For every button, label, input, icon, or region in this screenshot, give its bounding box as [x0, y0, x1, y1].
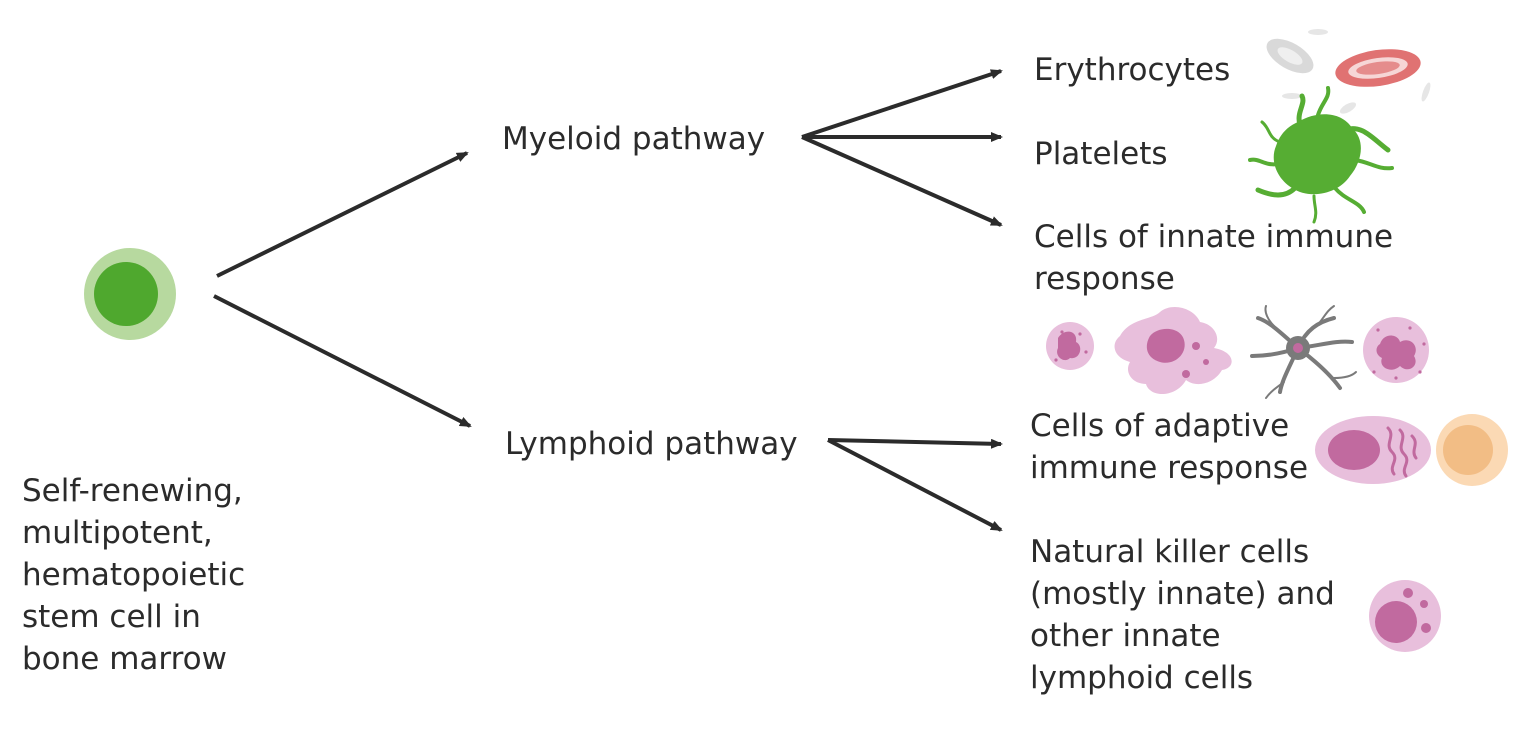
- arrow-to-myeloid: [216, 151, 469, 278]
- stem-cell-caption-line: Self-renewing,: [22, 473, 243, 509]
- lymphoid-pathway-label: Lymphoid pathway: [505, 426, 798, 462]
- nk-cells-label-line: Natural killer cells: [1030, 534, 1310, 570]
- arrow-to-nk: [827, 438, 1003, 532]
- nk-cells-label-line: (mostly innate) and: [1030, 576, 1335, 612]
- platelets-label: Platelets: [1034, 136, 1168, 172]
- arrow-to-adaptive: [827, 438, 1003, 449]
- nk-cell-icon: [1369, 580, 1441, 652]
- t-cell-icon: [1436, 414, 1508, 486]
- stem-cell-caption-line: stem cell in: [22, 599, 201, 635]
- adaptive-cells-label-line: Cells of adaptive: [1030, 408, 1290, 444]
- arrow-to-erythrocytes: [801, 69, 1003, 139]
- erythrocytes-label: Erythrocytes: [1034, 52, 1231, 88]
- myeloid-pathway-label: Myeloid pathway: [502, 121, 766, 157]
- innate-cells-icon: [1046, 305, 1429, 399]
- macrophage-icon: [1114, 307, 1232, 395]
- nk-cells-label-line: lymphoid cells: [1030, 660, 1254, 696]
- erythrocytes-icon: [1266, 29, 1431, 114]
- nk-cells-label: Natural killer cells (mostly innate) and…: [1030, 531, 1335, 699]
- innate-cells-label: Cells of innate immune response: [1034, 216, 1393, 300]
- stem-cell-caption-line: multipotent,: [22, 515, 213, 551]
- innate-cells-label-line: response: [1034, 261, 1175, 297]
- innate-cells-label-line: Cells of innate immune: [1034, 219, 1394, 255]
- plasma-cell-icon: [1315, 416, 1431, 484]
- arrows: [213, 69, 1003, 532]
- stem-cell-caption-line: bone marrow: [22, 641, 227, 677]
- adaptive-cells-icon: [1315, 414, 1508, 486]
- dendritic-cell-icon: [1250, 305, 1357, 399]
- arrow-to-lymphoid: [213, 294, 472, 428]
- stem-cell-caption-line: hematopoietic: [22, 557, 246, 593]
- nk-cells-label-line: other innate: [1030, 618, 1221, 654]
- adaptive-cells-label-line: immune response: [1030, 450, 1309, 486]
- adaptive-cells-label: Cells of adaptive immune response: [1030, 405, 1308, 489]
- stem-cell-icon: [84, 248, 176, 340]
- basophil-icon: [1046, 322, 1094, 370]
- platelet-icon: [1248, 86, 1394, 224]
- arrow-to-innate: [801, 135, 1003, 227]
- neutrophil-icon: [1363, 317, 1429, 383]
- stem-cell-caption: Self-renewing, multipotent, hematopoieti…: [22, 470, 245, 680]
